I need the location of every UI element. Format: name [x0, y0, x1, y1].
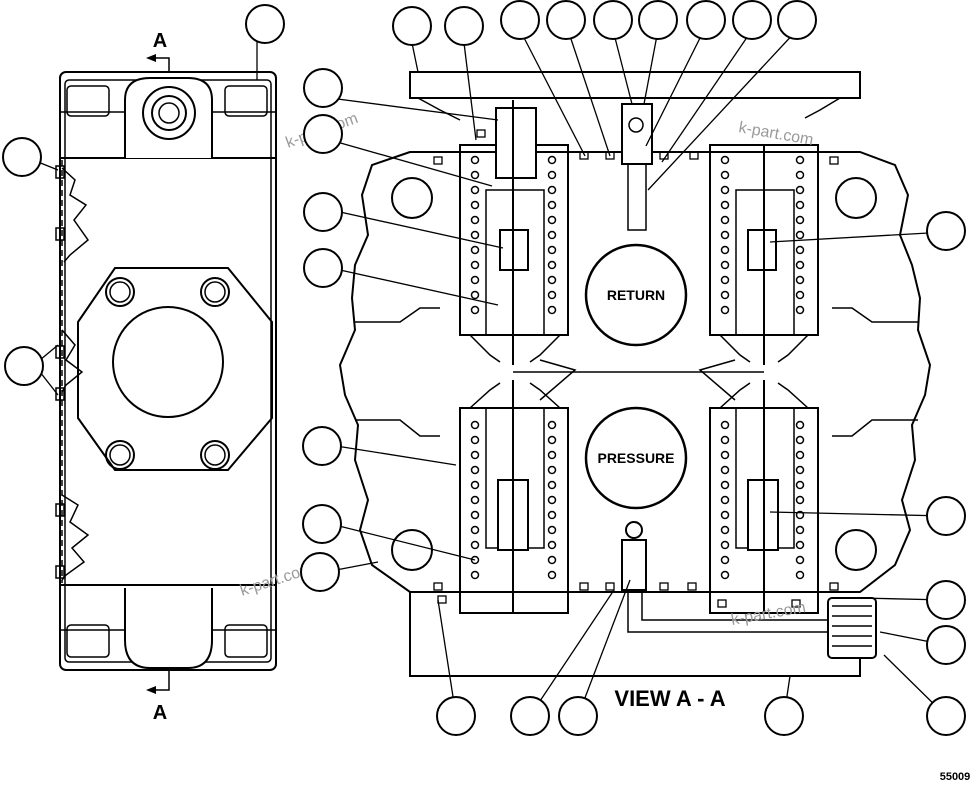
- callout-circle: [777, 0, 817, 40]
- callout-circle: [303, 248, 343, 288]
- callout-circle: [926, 625, 966, 665]
- callout-circle: [500, 0, 540, 40]
- callout-circle: [302, 426, 342, 466]
- callout-circle: [926, 211, 966, 251]
- callout-circle: [510, 696, 550, 736]
- callout-circle: [926, 496, 966, 536]
- callout-circle: [764, 696, 804, 736]
- callout-circle: [558, 696, 598, 736]
- callout-circle: [2, 137, 42, 177]
- callout-circle: [593, 0, 633, 40]
- callout-circle: [732, 0, 772, 40]
- callout-circle: [302, 504, 342, 544]
- callout-circle: [245, 4, 285, 44]
- callout-circle: [926, 696, 966, 736]
- callout-circle: [4, 346, 44, 386]
- section-view: [338, 71, 932, 677]
- callout-circle: [303, 68, 343, 108]
- callout-circle: [392, 6, 432, 46]
- callout-circle: [300, 552, 340, 592]
- section-marker-bottom: A: [153, 702, 167, 724]
- pressure-port: [584, 406, 688, 510]
- callout-circle: [303, 114, 343, 154]
- return-port-label: RETURN: [607, 287, 665, 303]
- callout-circle: [436, 696, 476, 736]
- return-port: [584, 243, 688, 347]
- figure-number: 55009: [940, 771, 971, 783]
- callout-circle: [638, 0, 678, 40]
- callout-circle: [926, 580, 966, 620]
- watermark-bottom-right: k-part.com: [730, 599, 807, 629]
- pressure-port-label: PRESSURE: [597, 450, 674, 466]
- callout-circle: [546, 0, 586, 40]
- callout-circle: [303, 192, 343, 232]
- callout-circle: [686, 0, 726, 40]
- callout-circles: [2, 0, 966, 736]
- view-title: VIEW A - A: [614, 686, 725, 711]
- section-marker-top: A: [153, 30, 167, 52]
- side-view: [55, 54, 277, 694]
- callout-circle: [444, 6, 484, 46]
